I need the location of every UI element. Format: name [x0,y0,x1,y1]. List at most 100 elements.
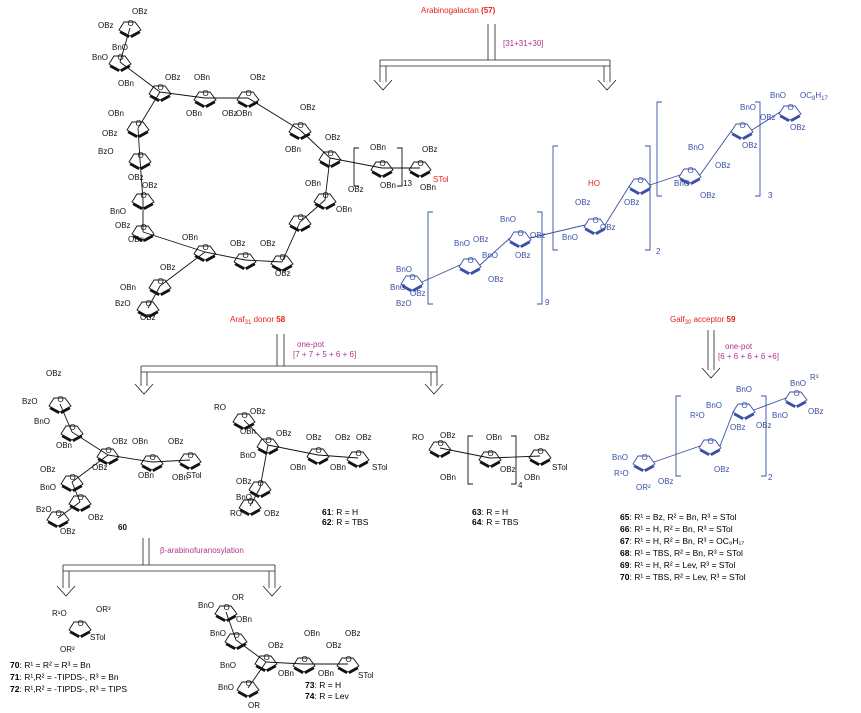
ring-oxygen-label: O [106,446,112,455]
substituent-label: OBz [488,275,504,284]
substituent-label: R²O [690,411,705,420]
repeat-bracket-right [755,101,761,197]
compound-60-label: 60 [118,523,127,532]
substituent-label: STol [90,633,106,642]
ring-oxygen-label: O [118,53,124,62]
substituent-label: OBn [172,473,188,482]
substituent-label: OBn [486,433,502,442]
substituent-label: OBz [348,185,364,194]
acceptor-onepot-ratio: [6 + 6 + 6 + 6 +6] [718,352,779,361]
glycosidic-bond [244,259,283,263]
glycosidic-bond [59,403,73,433]
repeat-index-3: 3 [768,191,773,200]
substituent-label: OBn [236,109,252,118]
ring-oxygen-label: O [380,159,386,168]
glycosidic-bond [265,661,305,665]
substituent-label: STol [186,471,202,480]
substituent-label: OBz [264,509,280,518]
ring-oxygen-label: O [688,166,694,175]
ring-oxygen-label: O [138,151,144,160]
compound-63-caption: 63: R = H [472,507,508,517]
compound-62-caption: 62: R = TBS [322,517,369,527]
ring-oxygen-label: O [264,653,270,662]
substituent-label: BnO [92,53,108,62]
arabinofuranose-ring-18: O [370,159,394,178]
substituent-label: OBz [422,145,438,154]
arabinofuranose-ring-5: O [126,119,150,138]
glycosidic-bond [699,129,733,176]
compound-70-galactan-caption: 70: R¹ = TBS, R² = Lev, R³ = STol [620,572,746,582]
ring-oxygen-label: O [788,103,794,112]
ring-oxygen-label: O [203,243,209,252]
substituent-label: OBz [356,433,372,442]
substituent-label: BzO [98,147,114,156]
ring-oxygen-label: O [410,273,416,282]
substituent-label: BnO [390,283,406,292]
glycosidic-bond [299,129,331,159]
substituent-label: OBz [46,369,62,378]
substituent-label: BzO [396,299,412,308]
substituent-label: OBz [325,133,341,142]
substituent-label: OBn [318,669,334,678]
substituent-label: RO [214,403,226,412]
compound-73-caption: 73: R = H [305,680,341,690]
substituent-label: BnO [210,629,226,638]
glycosidic-bond [479,237,511,266]
donor-retrosynthetic-arrow [134,334,444,395]
substituent-label: OBz [410,289,426,298]
substituent-label: BnO [236,493,252,502]
glycosidic-bond [324,157,331,201]
beta-arabinofuranosylation-label: β-arabinofuranosylation [160,546,244,555]
ring-oxygen-label: O [316,446,322,455]
ring-65-0: O [632,453,656,472]
ring-oxygen-label: O [538,447,544,456]
ring-65-2: O [732,401,756,420]
galactofuranose-ring-7: O [778,103,802,122]
acceptor-retrosynthetic-arrow [701,330,721,379]
ring-oxygen-label: O [298,121,304,130]
repeat-bracket-left [675,395,681,477]
substituent-label: BnO [500,215,516,224]
substituent-label: BzO [22,397,38,406]
repeat-bracket-left [552,145,558,251]
glycosidic-bond [142,231,206,253]
substituent-label: OBz [500,465,516,474]
ring-oxygen-label: O [246,679,252,688]
substituent-label: OBn [56,441,72,450]
substituent-label: OBz [760,113,776,122]
glycosidic-bond [317,454,359,459]
ring-oxygen-label: O [438,439,444,448]
substituent-label: OBz [345,629,361,638]
acceptor-label: Galf30 acceptor 59 [670,315,736,326]
ring-oxygen-label: O [188,451,194,460]
arabinofuranose-ring-19: O [408,159,432,178]
ring-63-1: O [478,449,502,468]
glycosidic-bond [119,61,161,93]
repeat-bracket-right [761,395,767,477]
glycosidic-bond [71,431,109,456]
substituent-label: BnO [736,385,752,394]
ring-73-1: O [224,631,248,650]
arabinofuranose-ring-10: O [233,251,257,270]
substituent-label: BnO [220,661,236,670]
ring-61-5: O [238,497,262,516]
substituent-label: STol [372,463,388,472]
arabinofuranose-ring-8: O [131,223,155,242]
substituent-label: BnO [218,683,234,692]
substituent-label: OBz [92,463,108,472]
donor-label: Araf31 donor 58 [230,315,286,326]
substituent-label: OBn [120,283,136,292]
compound-65-caption: 65: R¹ = Bz, R² = Bn, R³ = STol [620,512,737,522]
glycosidic-bond [604,184,631,226]
substituent-label: OBz [160,263,176,272]
substituent-label: OBn [108,109,124,118]
repeat-bracket-left [353,147,359,187]
substituent-label: OBn [278,669,294,678]
glycosidic-bond [137,91,161,129]
repeat-bracket-left [467,435,473,485]
ring-oxygen-label: O [266,436,272,445]
arabinofuranose-ring-11: O [270,253,294,272]
ring-60-6: O [68,493,92,512]
